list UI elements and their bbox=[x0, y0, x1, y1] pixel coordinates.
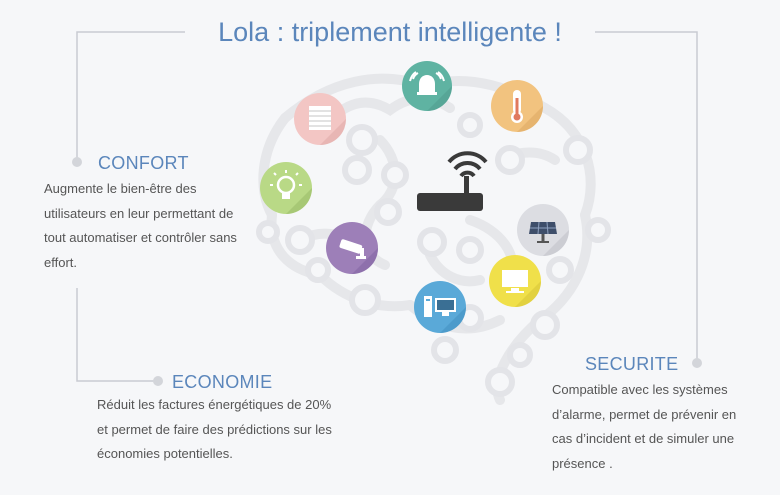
light-bulb-icon bbox=[260, 162, 312, 214]
confort-heading: CONFORT bbox=[98, 153, 189, 173]
economie-heading: ECONOMIE bbox=[172, 372, 273, 392]
tv-screen-icon bbox=[489, 255, 541, 307]
securite-text: Compatible avec les systèmes d’alarme, p… bbox=[552, 382, 737, 471]
thermometer-icon bbox=[491, 80, 543, 132]
desktop-computer-icon bbox=[414, 281, 466, 333]
securite-heading: SECURITE bbox=[585, 354, 679, 374]
alarm-bell-icon bbox=[402, 61, 452, 111]
solar-panel-icon bbox=[517, 204, 569, 256]
page-title: Lola : triplement intelligente ! bbox=[185, 14, 595, 50]
security-camera-icon bbox=[326, 222, 378, 274]
economie-text: Réduit les factures énergétiques de 20% … bbox=[97, 397, 332, 461]
confort-text: Augmente le bien-être des utilisateurs e… bbox=[44, 181, 237, 270]
shutter-icon bbox=[294, 93, 346, 145]
